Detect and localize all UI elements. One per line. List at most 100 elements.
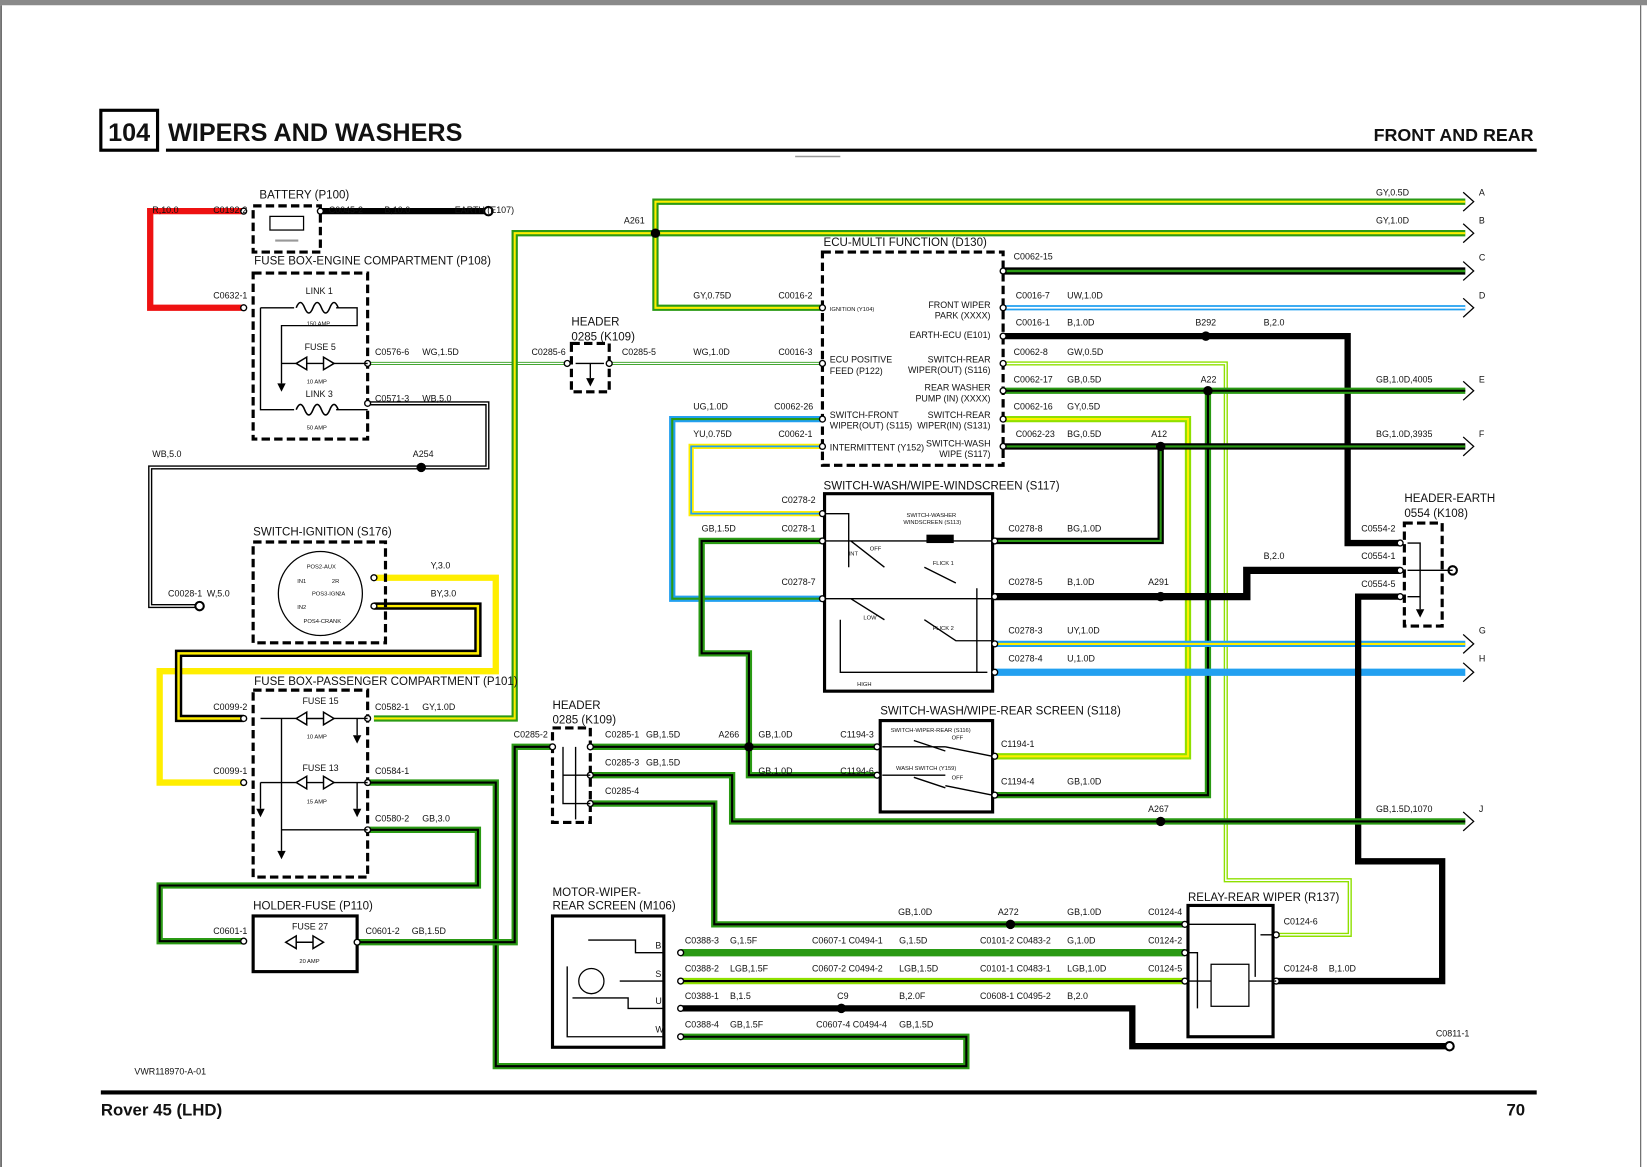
connector-pin (1181, 977, 1189, 985)
harness-end-label: A (1479, 187, 1485, 197)
connector-pin (1396, 593, 1404, 601)
wire-tracer (700, 539, 823, 747)
wire (156, 574, 499, 786)
ecu-pin-label: WIPE (S117) (939, 449, 990, 459)
wire-label: GW,0.5D (1067, 347, 1103, 357)
wire-label: G,1.0D (1067, 935, 1095, 945)
ecu-box (820, 250, 1005, 467)
connector-label: C0601-2 (366, 926, 400, 936)
wire-label: U,1.0D (1067, 654, 1095, 664)
ecu-pin-label: IGNITION (Y104) (830, 307, 875, 313)
fuse-rating: 150 AMP (307, 322, 331, 328)
motor-icon (578, 967, 605, 995)
harness-end-chevron (1462, 223, 1475, 244)
connector-label: C0124-2 (1148, 935, 1182, 945)
wire-tracer (357, 745, 553, 944)
ecu-pin-label: WIPER(OUT) (S116) (908, 365, 991, 375)
ecu-pin-label: FRONT WIPER (928, 300, 991, 310)
wire (994, 566, 1401, 601)
earth-arrow-icon (352, 735, 362, 744)
splice-label: A267 (1148, 804, 1169, 814)
harness-end-label: F (1479, 429, 1485, 439)
motor-pin: S (655, 969, 661, 979)
earth-terminal-icon (1444, 1040, 1455, 1052)
connector-pin (563, 359, 571, 368)
relay-coil-icon (1210, 963, 1250, 1007)
ecu-pin-label: INTERMITTENT (Y152) (830, 443, 924, 453)
link-fuse-icon (295, 301, 339, 314)
connector-pin (999, 415, 1007, 423)
connector-label: C0554-1 (1361, 551, 1395, 561)
wire-label: GB,1.5D (412, 926, 446, 936)
wire-label: GB,1.0D (898, 907, 932, 917)
wire-tracer (149, 402, 489, 607)
connector-label: C0124-5 (1148, 964, 1182, 974)
connector-pin (991, 752, 999, 760)
splice-label: A22 (1201, 374, 1217, 384)
connector-label: C0571-3 (375, 393, 409, 403)
connector-pin (677, 1004, 685, 1013)
internal-circuit (566, 939, 664, 1038)
splice-dot (1203, 386, 1213, 396)
connector-pin (818, 510, 827, 518)
component-label: 0285 (K109) (571, 331, 635, 343)
wire-tracer (177, 604, 480, 720)
component-label: FUSE BOX-ENGINE COMPARTMENT (P108) (254, 256, 491, 268)
wire-label: GB,1.5D (646, 729, 680, 739)
fuse-rating: 10 AMP (307, 379, 327, 385)
connector-label: C0101-1 C0483-1 (980, 964, 1051, 974)
connector-label: C0285-4 (605, 786, 639, 796)
connector-pin (818, 537, 827, 545)
wire-label: WG,1.5D (422, 347, 459, 357)
harness-end-label: C (1479, 253, 1486, 263)
wire-label: GB,1.0D (1067, 777, 1101, 787)
splice-label: A254 (413, 449, 434, 459)
connector-pin (548, 743, 557, 751)
connector-label: C0601-1 (213, 926, 247, 936)
wire-tracer (994, 418, 1190, 758)
connector-pin (240, 937, 248, 945)
ecu-pin-label: SWITCH-WASH (926, 438, 990, 448)
connector-label: C0124-4 (1148, 907, 1182, 917)
connector-label: C0062-15 (1014, 251, 1053, 261)
component-label: RELAY-REAR WIPER (R137) (1188, 892, 1340, 904)
wires (147, 198, 1466, 1070)
connector-label: C0632-1 (213, 290, 247, 300)
connector-pin (991, 668, 999, 676)
wire-tracer (590, 774, 1466, 823)
link-fuse-icon (295, 403, 339, 416)
fuse-rating: 20 AMP (299, 959, 319, 965)
wire-tracer (373, 232, 1466, 720)
wire-label: G,1.5D (899, 935, 927, 945)
section-number-box (99, 108, 160, 152)
connector-label: C0278-4 (1008, 654, 1042, 664)
switch-label: OFF (870, 546, 882, 552)
connector-pin (240, 304, 248, 312)
switch-label: LOW (863, 616, 877, 622)
ecu-pin-label: PUMP (IN) (XXXX) (915, 393, 990, 403)
connector-label: C0278-7 (781, 577, 815, 587)
ecu-pin-label: SWITCH-REAR (928, 354, 991, 364)
wire-label: GB,1.0D,4005 (1376, 374, 1432, 384)
footer-model: Rover 45 (LHD) (101, 1101, 222, 1120)
switch-label: IN1 (297, 579, 306, 585)
wire-label: YU,0.75D (693, 429, 732, 439)
connector-pin (999, 267, 1007, 275)
connector-label: C0608-1 C0495-2 (980, 991, 1051, 1001)
connector-pin (240, 714, 248, 723)
wire-label: BY,3.0 (431, 589, 457, 599)
wire-label: UY,1.0D (1067, 625, 1100, 635)
connector-pin (818, 359, 827, 368)
wire-label: WB,5.0 (422, 393, 451, 403)
connector-label: C0580-2 (375, 813, 409, 823)
connector-label: C0045-2 (329, 205, 363, 215)
connector-label: C1194-6 (840, 766, 874, 776)
connector-label: C0099-2 (213, 702, 247, 712)
internal-circuit (1407, 542, 1453, 610)
wire (1003, 332, 1401, 547)
connector-label: C0388-4 (685, 1019, 719, 1029)
component-label: FUSE BOX-PASSENGER COMPARTMENT (P101) (254, 676, 518, 688)
ignition-switch-icon (277, 550, 364, 637)
splice-label: A266 (718, 729, 739, 739)
wire-label: B,2.0 (1264, 551, 1285, 561)
